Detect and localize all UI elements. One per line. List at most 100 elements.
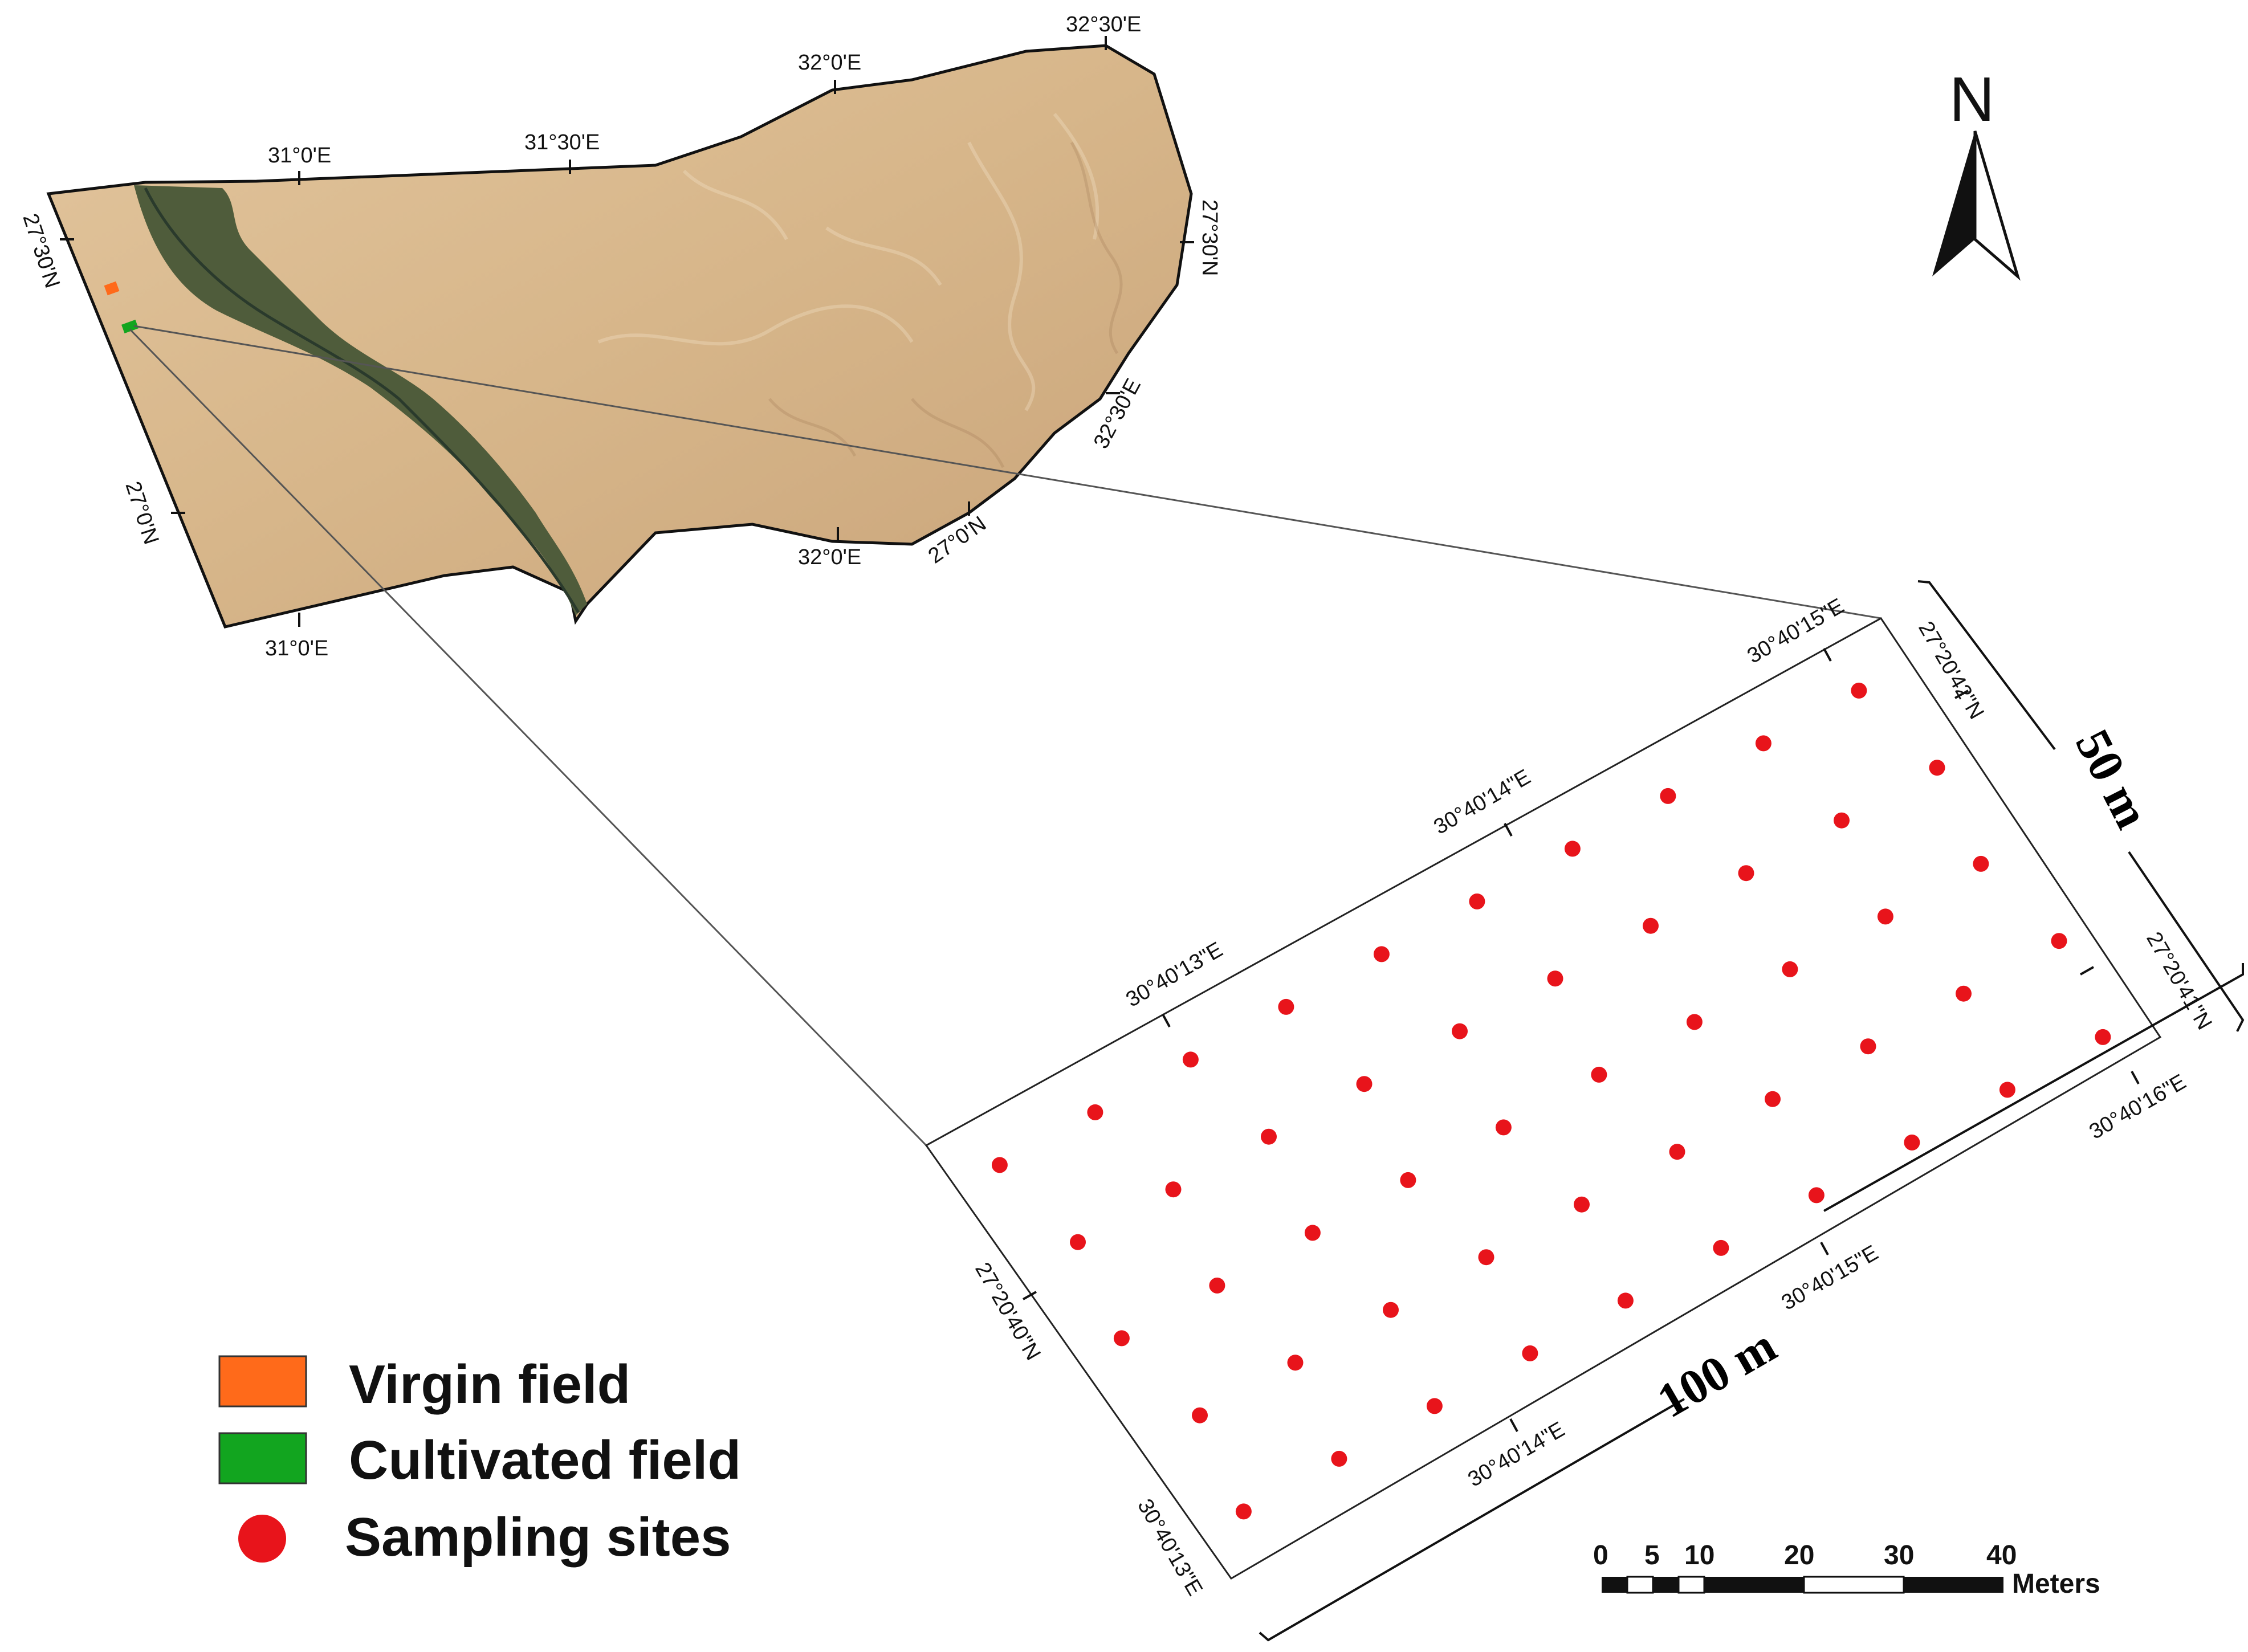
terrain-texture: [597, 113, 1099, 411]
scale-segment-3: [1653, 1577, 1679, 1593]
field-dimension-brackets: [1259, 580, 2245, 1642]
sampling-site: [1808, 1187, 1825, 1204]
sampling-site: [1383, 1302, 1399, 1318]
sampling-site: [1782, 961, 1798, 977]
region-bottom-label-1: 31°0'E: [265, 637, 328, 660]
sampling-site: [1452, 1023, 1468, 1039]
region-top-label-4: 32°30'E: [1066, 13, 1141, 36]
sampling-site: [1165, 1181, 1182, 1198]
scale-segment-2: [1626, 1576, 1654, 1594]
sampling-site: [1356, 1076, 1373, 1092]
sampling-site: [1738, 865, 1754, 882]
region-map: 31°0'E 31°30'E 32°0'E 32°30'E 31°0'E 32°…: [18, 13, 1221, 660]
north-label: N: [1949, 64, 1994, 134]
zoom-connectors: [129, 325, 1882, 1147]
scale-tick-30: 30: [1884, 1540, 1914, 1571]
sampling-site: [991, 1157, 1008, 1173]
cultivated-field-marker: [121, 320, 139, 333]
sampling-site: [1547, 970, 1563, 987]
scale-segment-1: [1602, 1577, 1627, 1593]
scale-tick-20: 20: [1784, 1540, 1814, 1571]
region-polygon: [46, 44, 1193, 629]
sampling-site: [1591, 1066, 1607, 1083]
sampling-site: [1495, 1119, 1512, 1136]
scale-segment-4: [1677, 1576, 1705, 1594]
sampling-site: [1564, 841, 1581, 857]
sampling-site: [1287, 1355, 1304, 1371]
sampling-site: [1643, 917, 1659, 934]
sampling-site: [2051, 933, 2067, 949]
north-arrow: N: [1932, 64, 2021, 281]
sampling-site: [1331, 1450, 1347, 1467]
legend-swatch-virgin-field: [218, 1355, 307, 1408]
region-top-label-3: 32°0'E: [798, 51, 861, 75]
sampling-site: [1209, 1277, 1225, 1294]
virgin-field-marker: [104, 281, 120, 296]
sampling-site: [1400, 1172, 1416, 1188]
sampling-site: [1261, 1128, 1277, 1145]
nile-valley: [134, 185, 587, 615]
sampling-site: [1373, 946, 1390, 962]
scale-tick-5: 5: [1644, 1540, 1660, 1571]
sampling-site: [1469, 893, 1485, 909]
nile-river: [144, 187, 580, 614]
legend-label-cultivated-field: Cultivated field: [349, 1430, 741, 1491]
sampling-site: [1904, 1134, 1920, 1151]
sampling-site: [1182, 1051, 1199, 1068]
scale-bar: 0 5 10 20 30 40 Meters: [1593, 1540, 2100, 1599]
sampling-site: [1686, 1014, 1703, 1030]
sampling-site: [1765, 1091, 1781, 1107]
sampling-site: [1426, 1398, 1443, 1414]
legend-swatch-sampling-sites: [238, 1515, 286, 1563]
region-left-label-1: 27°30'N: [18, 211, 64, 291]
region-bottom-label-2: 32°0'E: [798, 545, 861, 569]
scale-segment-5: [1704, 1577, 1804, 1593]
region-ticks: [60, 36, 1194, 627]
scale-tick-0: 0: [1593, 1540, 1608, 1571]
sampling-site: [1999, 1082, 2015, 1098]
legend-swatch-cultivated-field: [218, 1432, 307, 1484]
sampling-site: [1478, 1249, 1494, 1266]
legend: Virgin field Cultivated field Sampling s…: [218, 1354, 741, 1568]
sampling-points: [991, 682, 2111, 1520]
scale-tick-10: 10: [1684, 1540, 1714, 1571]
sampling-site: [1087, 1104, 1103, 1120]
sampling-site: [1713, 1239, 1729, 1256]
sampling-site: [1834, 812, 1850, 829]
sampling-site: [1235, 1503, 1252, 1520]
sampling-site: [2095, 1029, 2111, 1045]
sampling-site: [1192, 1407, 1208, 1423]
scale-segment-7: [1904, 1577, 2003, 1593]
region-right-label-1: 27°30'N: [1198, 199, 1221, 276]
field-length-label: 100 m: [1648, 1317, 1785, 1428]
sampling-site: [1617, 1292, 1634, 1309]
legend-label-sampling-sites: Sampling sites: [345, 1507, 731, 1568]
scale-tick-40: 40: [1986, 1540, 2017, 1571]
field-width-label: 50 m: [2065, 721, 2160, 837]
sampling-site: [1929, 760, 1945, 776]
sampling-site: [1877, 908, 1893, 925]
sampling-site: [1070, 1234, 1086, 1250]
north-arrow-right-half: [1973, 130, 2021, 281]
legend-label-virgin-field: Virgin field: [349, 1354, 630, 1415]
sampling-site: [1660, 788, 1676, 804]
sampling-site: [1851, 682, 1867, 699]
region-top-label-2: 31°30'E: [524, 130, 600, 154]
region-top-label-1: 31°0'E: [268, 144, 331, 168]
field-boundary: [925, 617, 2162, 1580]
sampling-site: [1522, 1345, 1538, 1361]
sampling-site: [1956, 985, 1972, 1002]
sampling-site: [1304, 1225, 1321, 1241]
sampling-site: [1755, 735, 1771, 752]
sampling-site: [1973, 855, 1989, 872]
scale-segment-6: [1803, 1576, 1905, 1594]
sampling-site: [1669, 1144, 1685, 1160]
scale-unit-label: Meters: [2012, 1569, 2100, 1599]
sampling-site: [1113, 1330, 1130, 1347]
field-map: 50 m 100 m 30°40'13"E 30°40'14"E 30°40'1…: [925, 580, 2245, 1642]
field-right-label-2: 27°20'41"N: [2141, 928, 2216, 1034]
north-arrow-left-half: [1932, 131, 1975, 276]
sampling-site: [1278, 998, 1294, 1015]
terrain-shadows: [768, 141, 1123, 468]
